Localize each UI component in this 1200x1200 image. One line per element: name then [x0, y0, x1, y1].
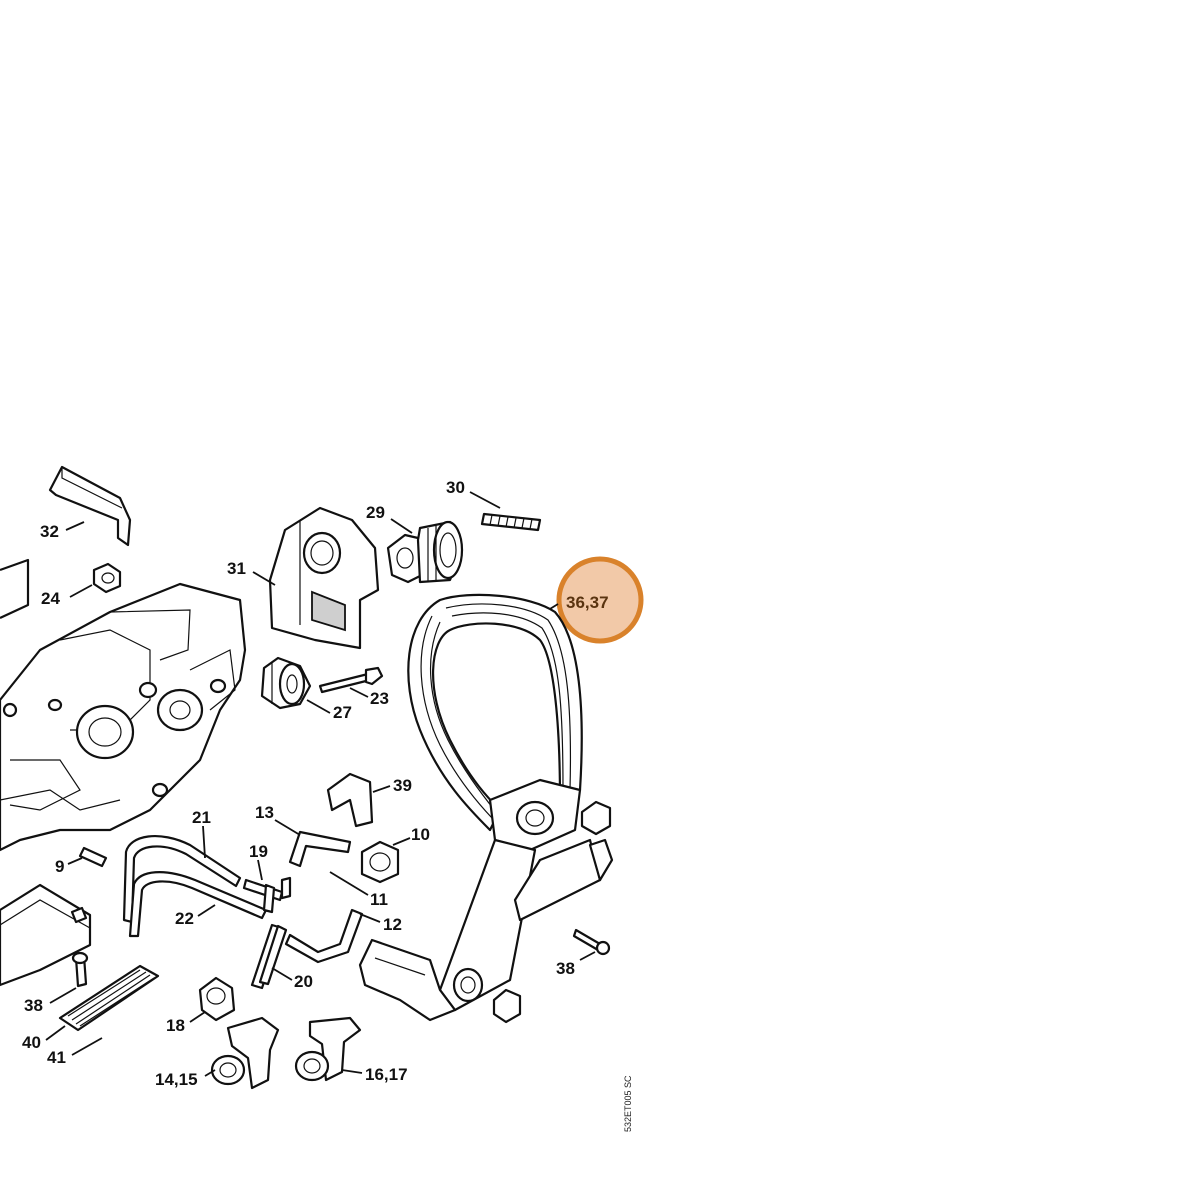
- highlight-circle-36-37[interactable]: [556, 556, 644, 644]
- label-22: 22: [175, 909, 194, 928]
- knob-lower: [492, 988, 522, 1024]
- label-10: 10: [411, 825, 430, 844]
- label-23: 23: [370, 689, 389, 708]
- part-10-pump: [360, 840, 400, 884]
- leader-32: [65, 521, 85, 531]
- knob-upper: [580, 800, 612, 836]
- main-housing: [0, 582, 247, 852]
- part-18-pump: [198, 976, 236, 1022]
- leader-14-15: [204, 1069, 216, 1077]
- label-18: 18: [166, 1016, 185, 1035]
- partial-box-left: [0, 558, 30, 619]
- part-31-plate: [268, 506, 380, 650]
- label-12: 12: [383, 915, 402, 934]
- label-32: 32: [40, 522, 59, 541]
- label-41: 41: [47, 1048, 66, 1067]
- label-40: 40: [22, 1033, 41, 1052]
- part-38-screw-right: [572, 928, 611, 956]
- leader-9: [67, 857, 83, 865]
- leader-41: [71, 1037, 103, 1056]
- part-38-screw-left: [71, 951, 89, 988]
- part-27-buffer: [260, 656, 312, 710]
- part-19-fitting: [242, 876, 292, 914]
- leader-20: [271, 967, 293, 981]
- leader-10: [392, 837, 411, 846]
- leader-12: [359, 913, 381, 923]
- leader-11: [329, 871, 369, 896]
- leader-22: [197, 904, 216, 917]
- part-30-spring: [480, 512, 542, 532]
- leader-30: [469, 491, 501, 509]
- leader-13: [274, 819, 301, 836]
- part-40-41-plate: [58, 964, 160, 1032]
- leader-18: [189, 1011, 206, 1023]
- leader-27: [306, 699, 331, 714]
- part-24-nut: [92, 562, 122, 594]
- label-39: 39: [393, 776, 412, 795]
- label-38-right: 38: [556, 959, 575, 978]
- part-29-flange: [386, 520, 464, 584]
- part-22-hose: [128, 871, 268, 938]
- part-23-screw: [318, 666, 384, 694]
- tank-block: [0, 883, 92, 987]
- label-13: 13: [255, 803, 274, 822]
- part-39-clip: [326, 772, 374, 828]
- label-20: 20: [294, 972, 313, 991]
- part-32-cover: [48, 465, 132, 547]
- label-31: 31: [227, 559, 246, 578]
- label-21: 21: [192, 808, 211, 827]
- part-12-hose: [284, 908, 364, 964]
- part-16-17-clamp: [294, 1016, 362, 1082]
- label-29: 29: [366, 503, 385, 522]
- label-36-37[interactable]: 36,37: [566, 593, 609, 612]
- label-14-15: 14,15: [155, 1070, 198, 1089]
- label-19: 19: [249, 842, 268, 861]
- label-16-17: 16,17: [365, 1065, 408, 1084]
- leader-24: [69, 584, 93, 598]
- leader-39: [372, 785, 391, 793]
- label-24: 24: [41, 589, 60, 608]
- label-38-left: 38: [24, 996, 43, 1015]
- part-20-hose: [250, 923, 288, 990]
- leader-38-left: [49, 987, 77, 1004]
- part-13-hose: [288, 830, 352, 868]
- leader-38-right: [579, 951, 596, 961]
- part-9-pin: [78, 846, 108, 868]
- leader-40: [45, 1025, 66, 1041]
- leader-29: [390, 518, 413, 534]
- leader-16-17: [341, 1069, 363, 1074]
- label-30: 30: [446, 478, 465, 497]
- leader-31: [252, 571, 276, 586]
- leader-23: [349, 687, 369, 698]
- label-9: 9: [55, 857, 64, 876]
- leader-19: [257, 859, 263, 881]
- label-27: 27: [333, 703, 352, 722]
- part-21-hose: [122, 834, 242, 924]
- part-36-37-handlebar: [358, 593, 614, 1022]
- leader-21: [202, 825, 206, 859]
- label-11: 11: [370, 890, 388, 909]
- drawing-code: 532ET005 SC: [623, 1075, 633, 1132]
- part-14-15-clamp: [210, 1016, 280, 1090]
